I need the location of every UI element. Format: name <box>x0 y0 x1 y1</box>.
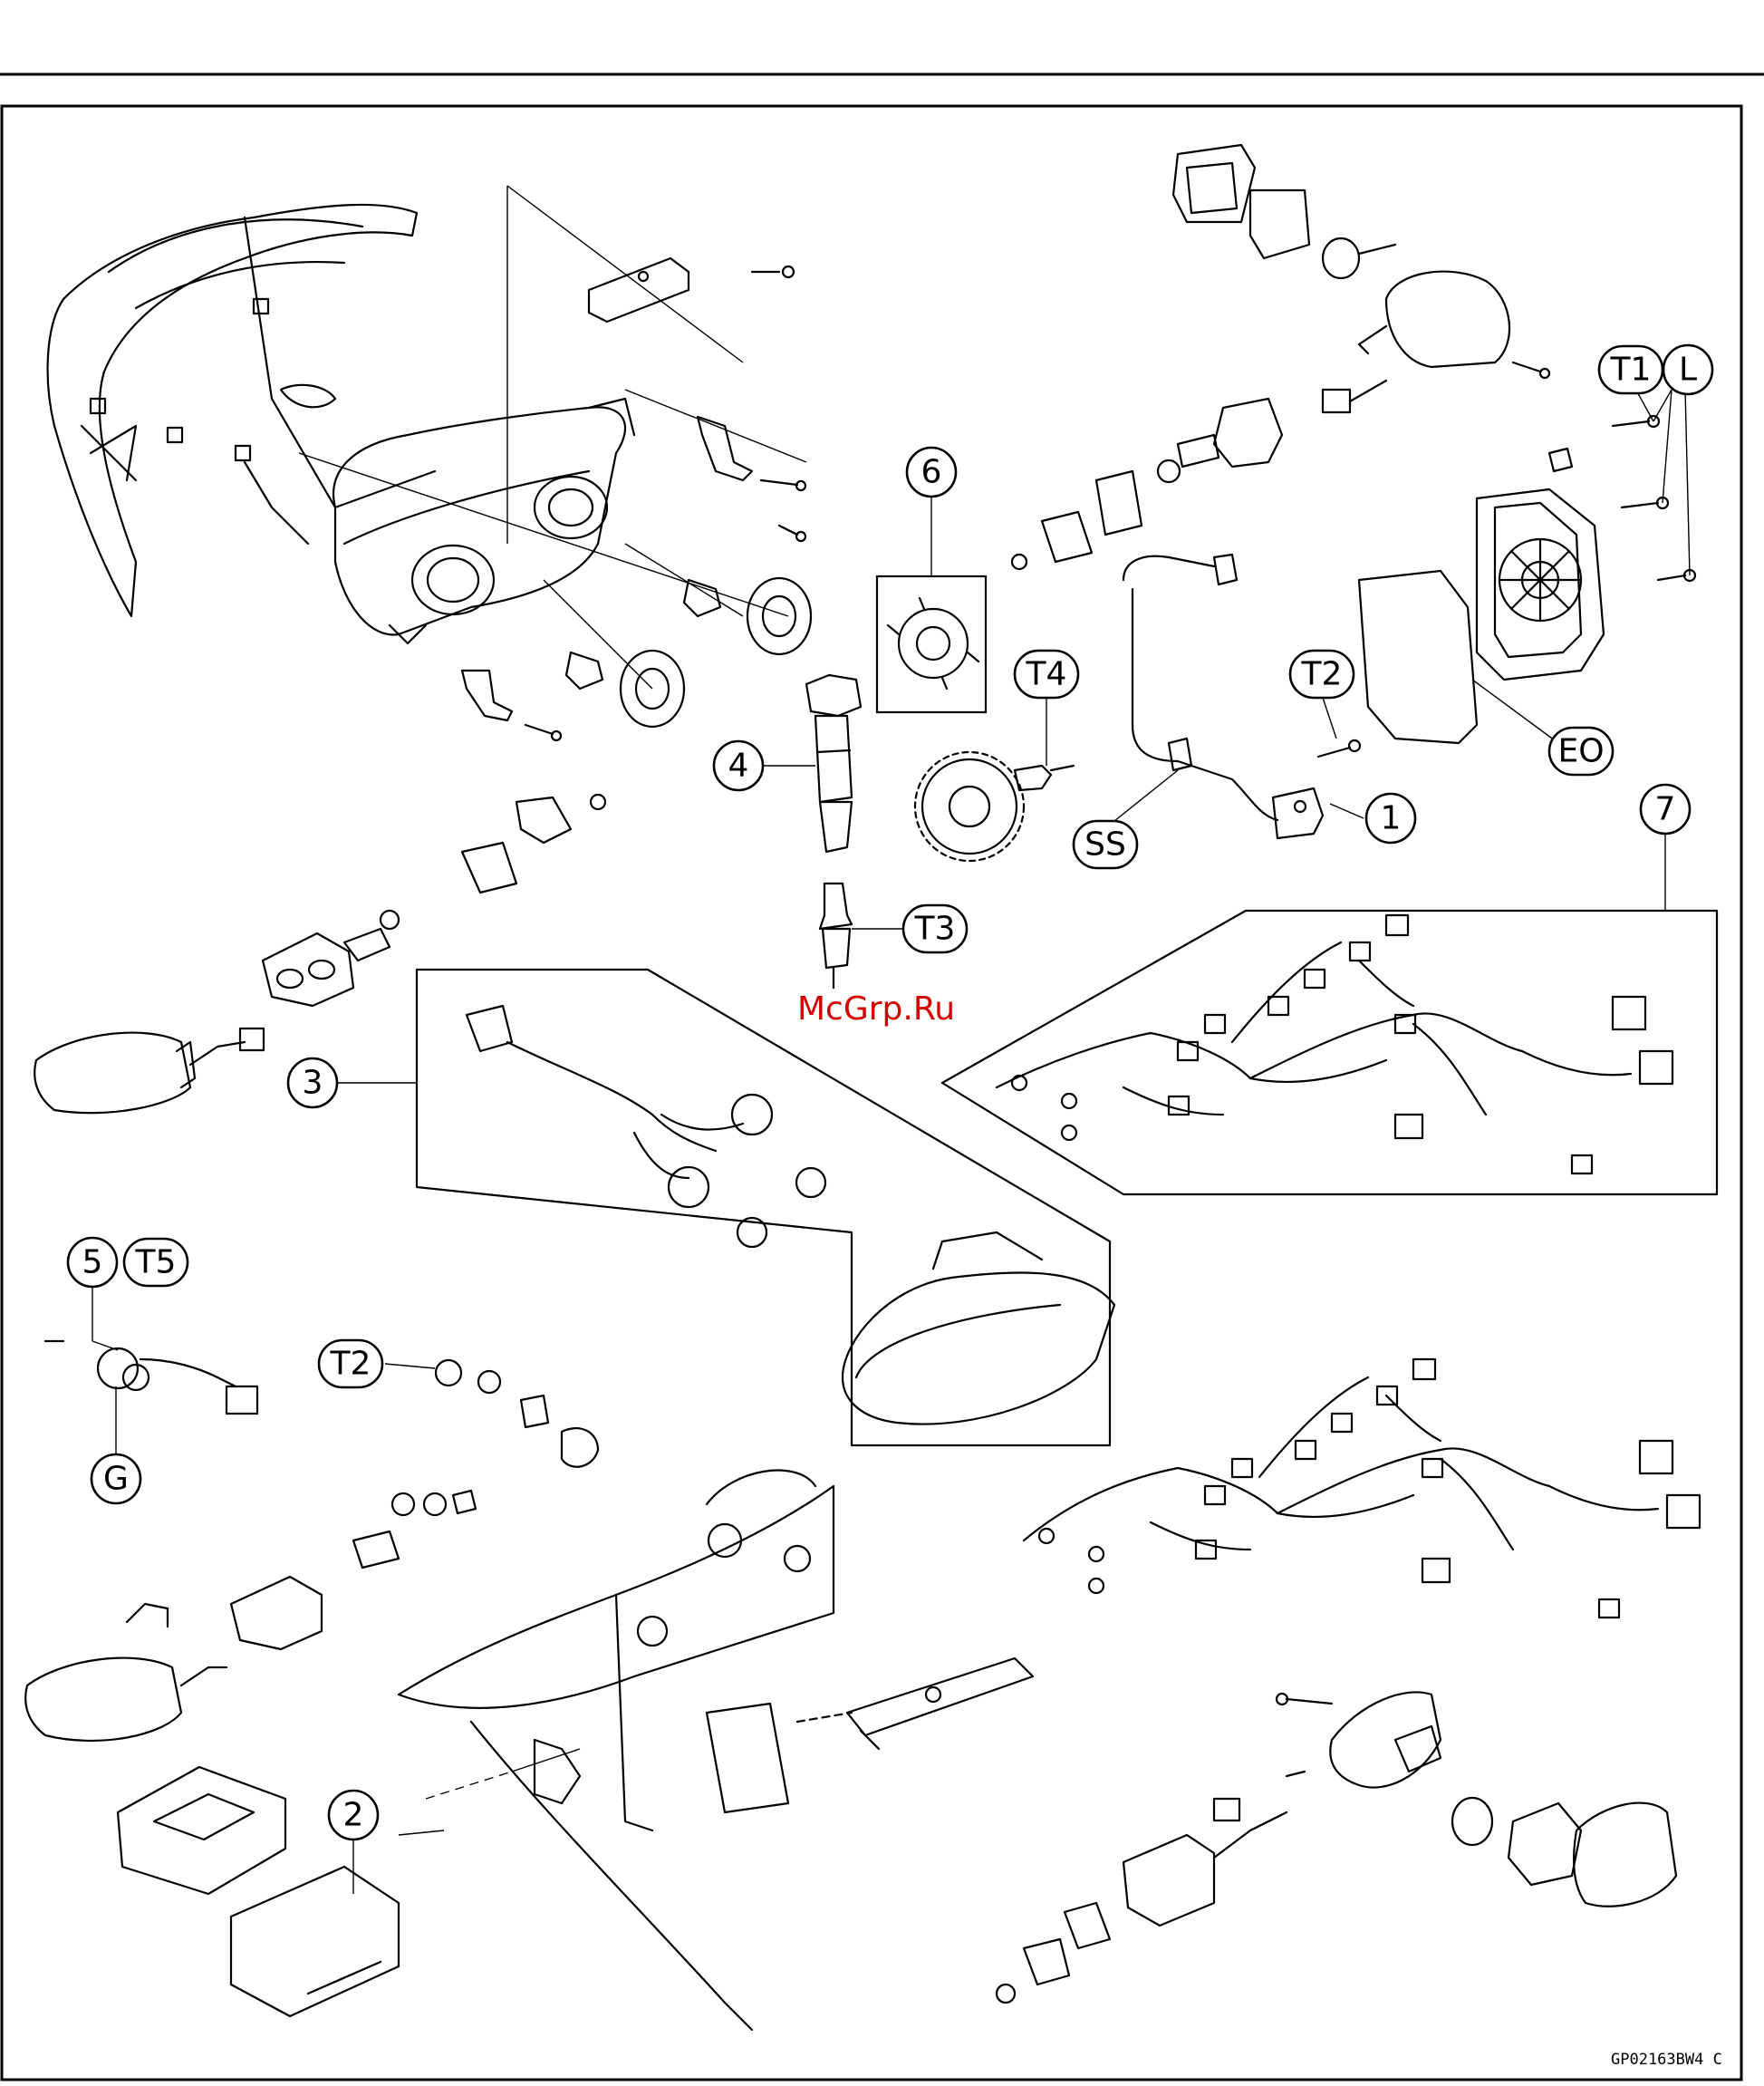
rotor-bolt <box>1015 766 1074 790</box>
rear-turn-signal-left <box>25 1577 322 1741</box>
headlight-leaders <box>299 186 806 689</box>
callout-4-label: 4 <box>728 748 749 785</box>
callout-7-label: 7 <box>1655 791 1676 828</box>
tail-light-lens <box>1477 489 1604 680</box>
callout-t2-upper-label: T2 <box>1301 656 1343 693</box>
callout-eo-label: EO <box>1557 733 1604 770</box>
watermark: McGrp.Ru <box>797 990 955 1028</box>
callout-g-label: G <box>103 1461 129 1498</box>
callout-3-label: 3 <box>303 1065 323 1102</box>
callout-t3-label: T3 <box>914 911 956 948</box>
wiring-harness-lower <box>1024 1359 1700 1618</box>
callout-ss-label: SS <box>1084 826 1126 864</box>
timing-rotor-box <box>877 576 986 712</box>
t1-l-leaders <box>1472 381 1690 743</box>
callout-t2-lower-label: T2 <box>330 1346 371 1383</box>
callout-6-label: 6 <box>921 454 942 491</box>
tail-light-lens-gasket <box>1359 571 1477 743</box>
harness-box-7 <box>942 911 1717 1194</box>
license-plate-bracket <box>797 1658 1033 1749</box>
tail-light-socket <box>1214 381 1386 467</box>
headlight-bracket-top <box>589 258 794 322</box>
callout-t5-label: T5 <box>135 1244 177 1281</box>
callout-2-label: 2 <box>343 1797 364 1834</box>
rear-turn-signal-socket <box>997 1694 1332 2003</box>
headlight-assembly <box>333 399 634 643</box>
rear-turn-signal-right <box>1330 1692 1676 1906</box>
headlight-bracket-side <box>698 417 805 541</box>
callout-l-label: L <box>1679 352 1697 389</box>
front-turn-signal-left <box>34 1029 264 1113</box>
neutral-switch <box>45 1341 257 1414</box>
tail-light-bulb <box>1323 238 1395 278</box>
callout-t4-label: T4 <box>1026 656 1067 693</box>
tail-light-cover <box>1173 145 1255 222</box>
tail-light-mount-plate <box>1012 435 1219 569</box>
tail-light-housing <box>1359 272 1549 378</box>
wiring-harness-upper <box>997 915 1672 1173</box>
front-turn-signal-bracket <box>344 795 605 961</box>
front-turn-signal-socket <box>263 933 353 1006</box>
callout-5-label: 5 <box>82 1244 103 1281</box>
tail-light-gasket <box>1250 190 1309 258</box>
tail-lamp-box <box>417 970 1110 1445</box>
stick-coil <box>806 675 861 852</box>
headlight-bracket-lower <box>462 671 561 740</box>
crankshaft-sensor-rotor <box>915 752 1024 861</box>
tail-light-screws <box>1549 416 1695 581</box>
headlight-bulb-left <box>684 578 811 654</box>
figure-id: GP02163BW4 C <box>1611 2051 1722 2069</box>
front-fairing <box>48 205 435 616</box>
ecu-leaders <box>399 1749 580 1835</box>
callout-t1-label: T1 <box>1610 352 1652 389</box>
bracket-hardware <box>353 1360 598 1568</box>
figure-frame <box>2 106 1741 2080</box>
rear-fender-bracket <box>399 1471 834 2030</box>
spark-plug <box>820 884 852 988</box>
callout-1-label: 1 <box>1381 800 1402 837</box>
rear-tail-lamp <box>843 1232 1114 1424</box>
